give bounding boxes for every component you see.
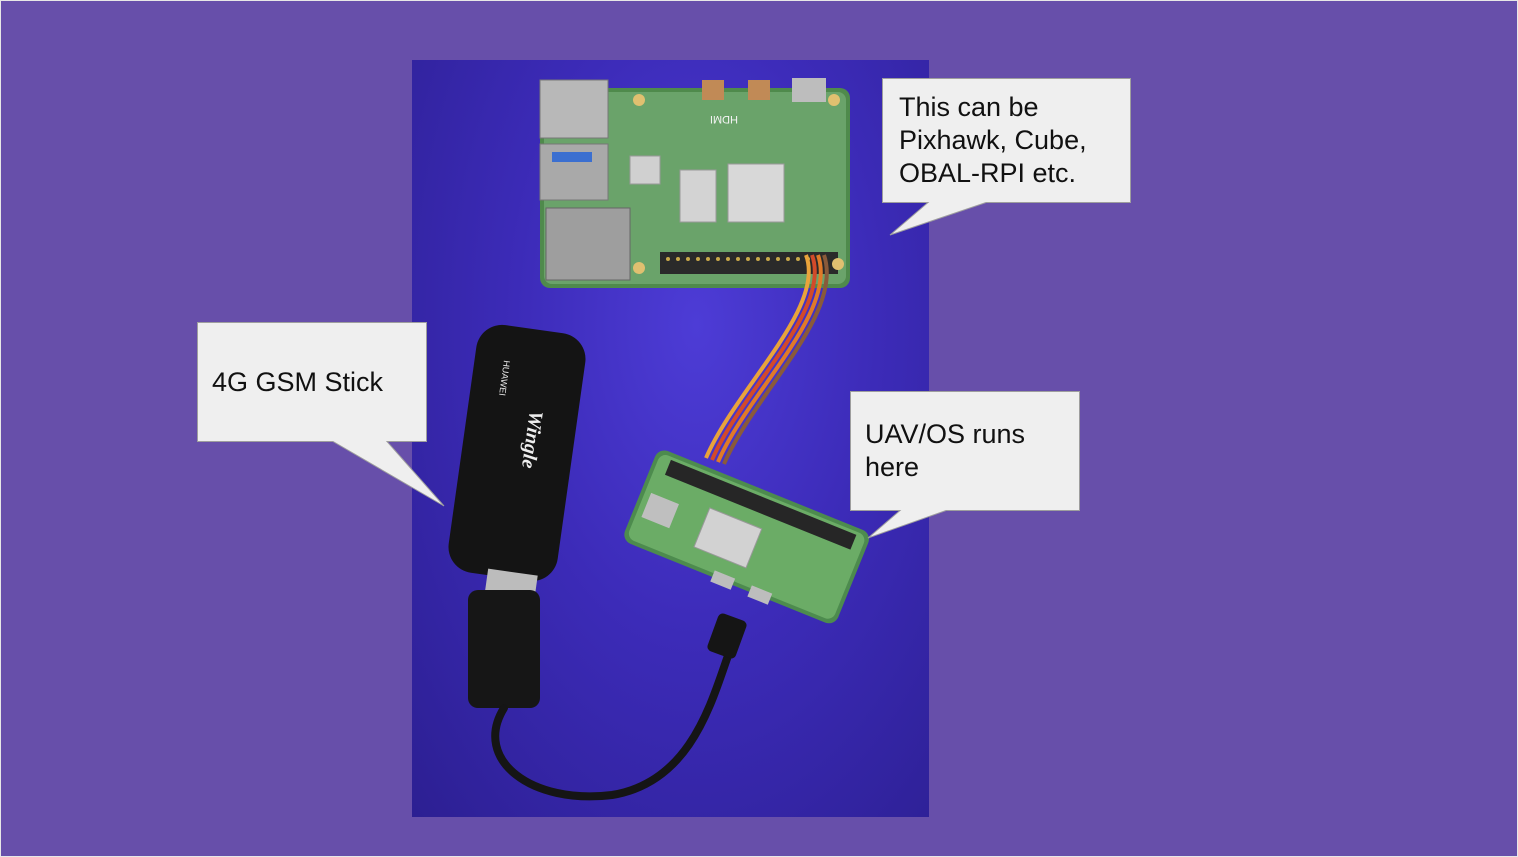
- callout-flight-controller-text: This can be Pixhawk, Cube, OBAL-RPI etc.: [899, 92, 1087, 188]
- modem-brand: HUAWEI: [497, 360, 512, 397]
- callout-gsm-stick: 4G GSM Stick: [197, 322, 447, 508]
- hardware-photo: HDMI HUAWEI Wingle: [412, 60, 929, 817]
- callout-flight-controller: This can be Pixhawk, Cube, OBAL-RPI etc.: [882, 78, 1132, 238]
- callout-uavos-shape: [850, 391, 1080, 539]
- huawei-4g-stick: HUAWEI Wingle: [448, 324, 586, 708]
- callout-uavos-text: UAV/OS runs here: [865, 419, 1026, 482]
- callout-flight-controller-shape: [882, 78, 1131, 236]
- raspberry-pi-zero-board: [624, 450, 869, 624]
- usb-cable: [491, 646, 734, 801]
- hardware-photo-drawing: HDMI HUAWEI Wingle: [448, 78, 869, 801]
- callout-uavos: UAV/OS runs here: [850, 391, 1082, 541]
- callout-gsm-stick-shape: [197, 322, 445, 507]
- raspberry-pi-4-board: HDMI: [539, 78, 850, 288]
- jumper-wires: [704, 254, 829, 465]
- board-port-label: HDMI: [710, 113, 738, 125]
- callout-gsm-stick-text: 4G GSM Stick: [212, 367, 384, 397]
